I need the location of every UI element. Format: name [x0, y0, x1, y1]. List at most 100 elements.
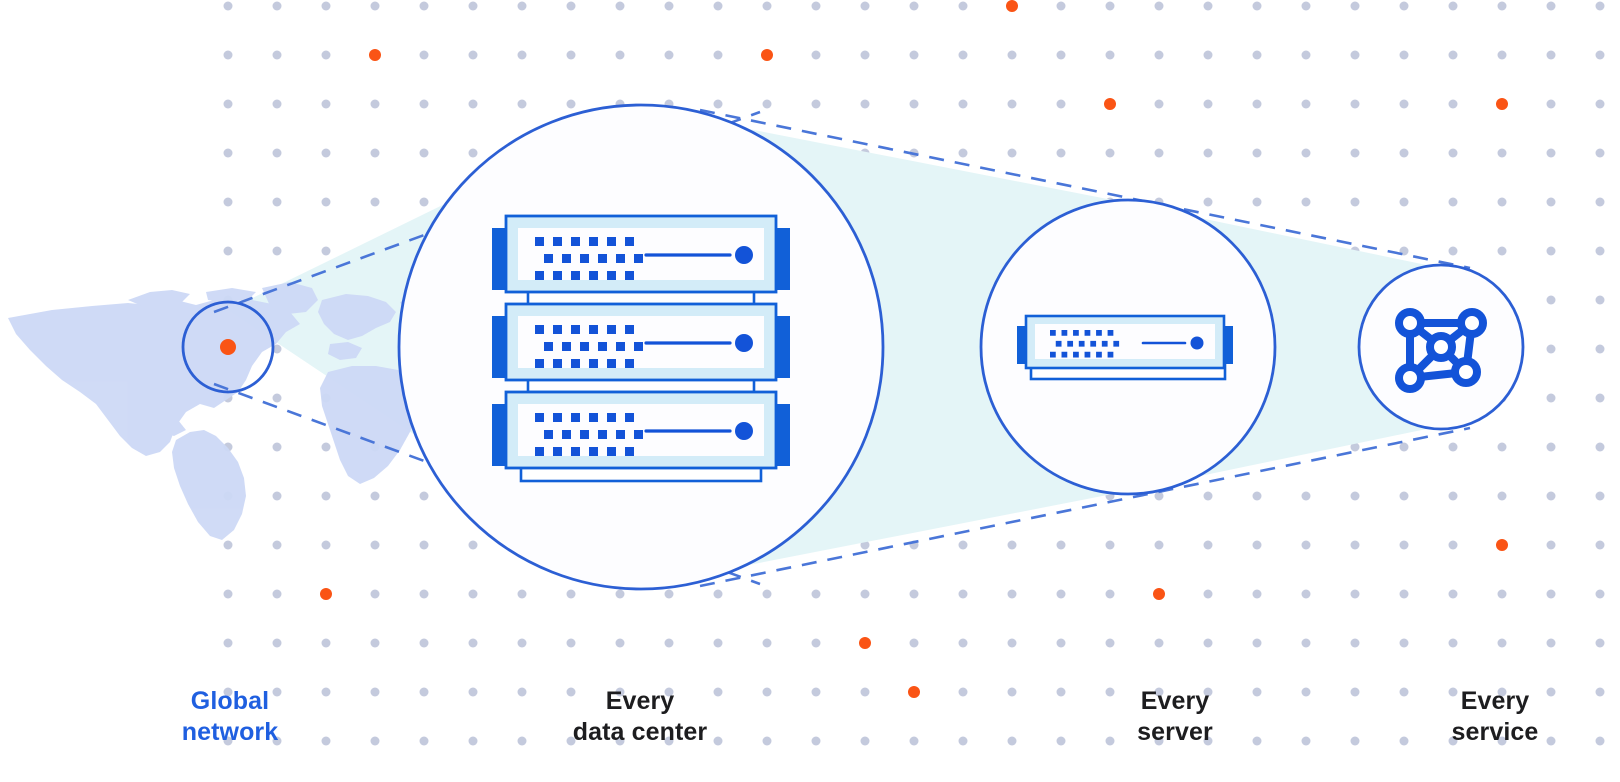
- grid-dot: [1399, 638, 1409, 648]
- grid-dot: [958, 736, 968, 746]
- grid-dot: [1301, 589, 1311, 599]
- grid-dot: [811, 99, 821, 109]
- grid-dot: [1203, 589, 1213, 599]
- grid-dot: [370, 491, 380, 501]
- grid-dot: [958, 638, 968, 648]
- grid-dot: [1105, 638, 1115, 648]
- grid-dot: [664, 589, 674, 599]
- grid-dot: [517, 50, 527, 60]
- grid-dot: [1497, 1, 1507, 11]
- grid-dot: [1448, 491, 1458, 501]
- status-led-icon: [735, 422, 753, 440]
- server-rack-icon: [492, 214, 790, 483]
- grid-dot: [370, 687, 380, 697]
- grid-dot: [272, 148, 282, 158]
- grid-dot: [615, 589, 625, 599]
- grid-dot: [1007, 687, 1017, 697]
- grid-dot-accent: [1496, 98, 1508, 110]
- grid-dot: [909, 589, 919, 599]
- grid-dot: [1056, 1, 1066, 11]
- grid-dot: [1007, 589, 1017, 599]
- grid-dot: [958, 1, 968, 11]
- grid-dot: [1203, 197, 1213, 207]
- grid-dot: [1546, 344, 1556, 354]
- grid-dot: [1546, 589, 1556, 599]
- grid-dot: [1448, 638, 1458, 648]
- grid-dot: [1350, 442, 1360, 452]
- grid-dot: [1497, 589, 1507, 599]
- grid-dot-accent: [369, 49, 381, 61]
- grid-dot: [272, 540, 282, 550]
- grid-dot: [1448, 540, 1458, 550]
- grid-dot: [1497, 197, 1507, 207]
- grid-dot: [860, 50, 870, 60]
- grid-dot: [517, 687, 527, 697]
- grid-dot: [1595, 148, 1605, 158]
- grid-dot: [1399, 148, 1409, 158]
- grid-dot: [419, 589, 429, 599]
- grid-dot: [1105, 148, 1115, 158]
- grid-dot: [1203, 99, 1213, 109]
- grid-dot: [370, 540, 380, 550]
- grid-dot: [272, 344, 282, 354]
- grid-dot: [762, 736, 772, 746]
- grid-dot: [566, 736, 576, 746]
- grid-dot: [321, 442, 331, 452]
- grid-dot: [1546, 295, 1556, 305]
- grid-dot: [811, 1, 821, 11]
- grid-dot: [1056, 50, 1066, 60]
- grid-dot: [1252, 638, 1262, 648]
- grid-dot: [419, 1, 429, 11]
- grid-dot: [1350, 589, 1360, 599]
- grid-dot: [1350, 736, 1360, 746]
- grid-dot: [1154, 638, 1164, 648]
- grid-dot: [762, 589, 772, 599]
- grid-dot: [1448, 687, 1458, 697]
- grid-dot: [1252, 736, 1262, 746]
- label-global-network: Global network: [181, 687, 279, 746]
- grid-dot: [321, 540, 331, 550]
- grid-dot: [223, 99, 233, 109]
- grid-dot: [223, 246, 233, 256]
- grid-dot: [272, 197, 282, 207]
- grid-dot: [1448, 736, 1458, 746]
- grid-dot: [468, 148, 478, 158]
- grid-dot: [419, 540, 429, 550]
- single-server-icon: [1017, 314, 1233, 381]
- grid-dot: [664, 50, 674, 60]
- grid-dot: [958, 148, 968, 158]
- grid-dot: [1595, 99, 1605, 109]
- grid-dot: [1497, 50, 1507, 60]
- grid-dot: [1350, 50, 1360, 60]
- grid-dot: [1203, 50, 1213, 60]
- grid-dot: [468, 589, 478, 599]
- grid-dot: [1399, 589, 1409, 599]
- grid-dot: [811, 589, 821, 599]
- dashed-top-datacenter-to-service: [699, 108, 1471, 270]
- grid-dot: [566, 589, 576, 599]
- grid-dot: [1301, 491, 1311, 501]
- grid-dot: [1546, 442, 1556, 452]
- grid-dot: [1497, 638, 1507, 648]
- grid-dot: [419, 148, 429, 158]
- grid-dot: [1595, 246, 1605, 256]
- grid-dot: [321, 246, 331, 256]
- grid-dot: [272, 491, 282, 501]
- grid-dot: [860, 736, 870, 746]
- grid-dot: [566, 50, 576, 60]
- grid-dot: [762, 638, 772, 648]
- grid-dot: [370, 589, 380, 599]
- grid-dot: [468, 736, 478, 746]
- grid-dot: [468, 638, 478, 648]
- grid-dot: [958, 589, 968, 599]
- grid-dot: [321, 736, 331, 746]
- status-led-icon: [735, 246, 753, 264]
- grid-dot: [1399, 491, 1409, 501]
- grid-dot: [1056, 687, 1066, 697]
- grid-dot: [958, 687, 968, 697]
- grid-dot: [909, 50, 919, 60]
- grid-dot: [272, 736, 282, 746]
- grid-dot: [1007, 50, 1017, 60]
- grid-dot: [615, 50, 625, 60]
- grid-dot-accent: [320, 588, 332, 600]
